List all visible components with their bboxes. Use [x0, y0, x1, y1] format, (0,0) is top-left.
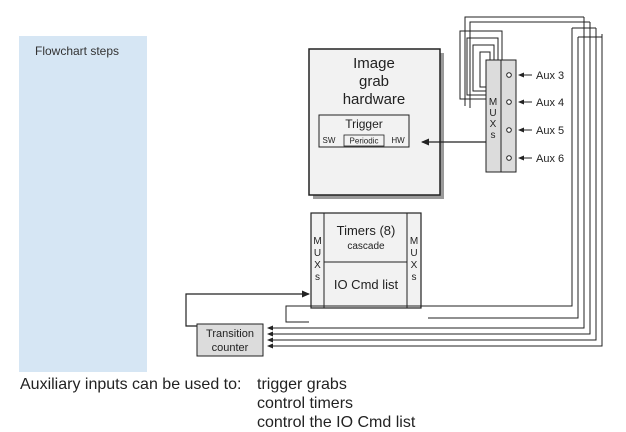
mux-right-x: X	[490, 119, 497, 130]
flowchart-steps-panel: Flowchart steps	[19, 36, 147, 372]
mux-right-u: U	[489, 108, 496, 119]
caption-item-3: control the IO Cmd list	[257, 414, 416, 431]
cascade-label: cascade	[347, 241, 385, 252]
bundle-top-1	[464, 16, 584, 106]
aux-3-label: Aux 3	[536, 70, 564, 82]
bundle-to-counter-4	[267, 34, 603, 349]
timers-left-mux-m: M	[313, 236, 321, 247]
transition-counter-line2: counter	[212, 342, 249, 354]
timers-right-mux-x: X	[411, 260, 418, 271]
mux-right-s: s	[491, 130, 496, 141]
bundle-top-2	[469, 21, 590, 108]
caption-item-1: trigger grabs	[257, 376, 347, 393]
timers-right-mux-u: U	[410, 248, 417, 259]
aux-6-port	[506, 155, 512, 161]
mux-loop-outer	[459, 30, 503, 100]
counter-to-timers-arrow	[185, 290, 310, 327]
aux-3-port	[506, 72, 512, 78]
aux-6-label: Aux 6	[536, 153, 564, 165]
bundle-cross-2	[578, 34, 603, 38]
bundle-to-timers	[285, 28, 573, 323]
mux-loop-inner	[479, 51, 491, 88]
bundle-to-counter-3	[267, 28, 597, 343]
transition-counter-line1: Transition	[206, 328, 254, 340]
timers-left-mux-u: U	[314, 248, 321, 259]
aux-5-label: Aux 5	[536, 125, 564, 137]
bundle-to-counter-1	[267, 17, 585, 331]
io-cmd-label: IO Cmd list	[334, 277, 399, 292]
mux-loop-2	[472, 44, 495, 92]
timers-left-mux-x: X	[314, 260, 321, 271]
aux-5-port	[506, 127, 512, 133]
timers-left-mux-s: s	[315, 272, 320, 283]
trigger-hw: HW	[391, 136, 405, 145]
bundle-to-counter-2	[267, 22, 591, 337]
caption-item-2: control timers	[257, 395, 354, 412]
trigger-periodic: Periodic	[350, 137, 379, 146]
image-grab-title-1: Image	[353, 55, 395, 72]
timers-right-mux-m: M	[410, 236, 418, 247]
mux-loop-3	[466, 37, 499, 96]
bundle-right-mux	[428, 37, 579, 319]
image-grab-title-2: grab	[359, 73, 389, 90]
trigger-sw: SW	[323, 136, 336, 145]
aux-4-label: Aux 4	[536, 97, 564, 109]
timers-right-mux-s: s	[412, 272, 417, 283]
periodic-box	[343, 134, 385, 147]
timers-block	[310, 212, 422, 309]
mux-right-m: M	[489, 97, 497, 108]
aux-4-port	[506, 99, 512, 105]
caption-prefix: Auxiliary inputs can be used to:	[20, 376, 242, 393]
image-grab-title-3: hardware	[343, 91, 406, 108]
timers-label: Timers (8)	[337, 223, 396, 238]
flowchart-steps-title: Flowchart steps	[35, 44, 120, 58]
transition-counter-box	[196, 323, 264, 357]
trigger-label: Trigger	[345, 117, 383, 131]
